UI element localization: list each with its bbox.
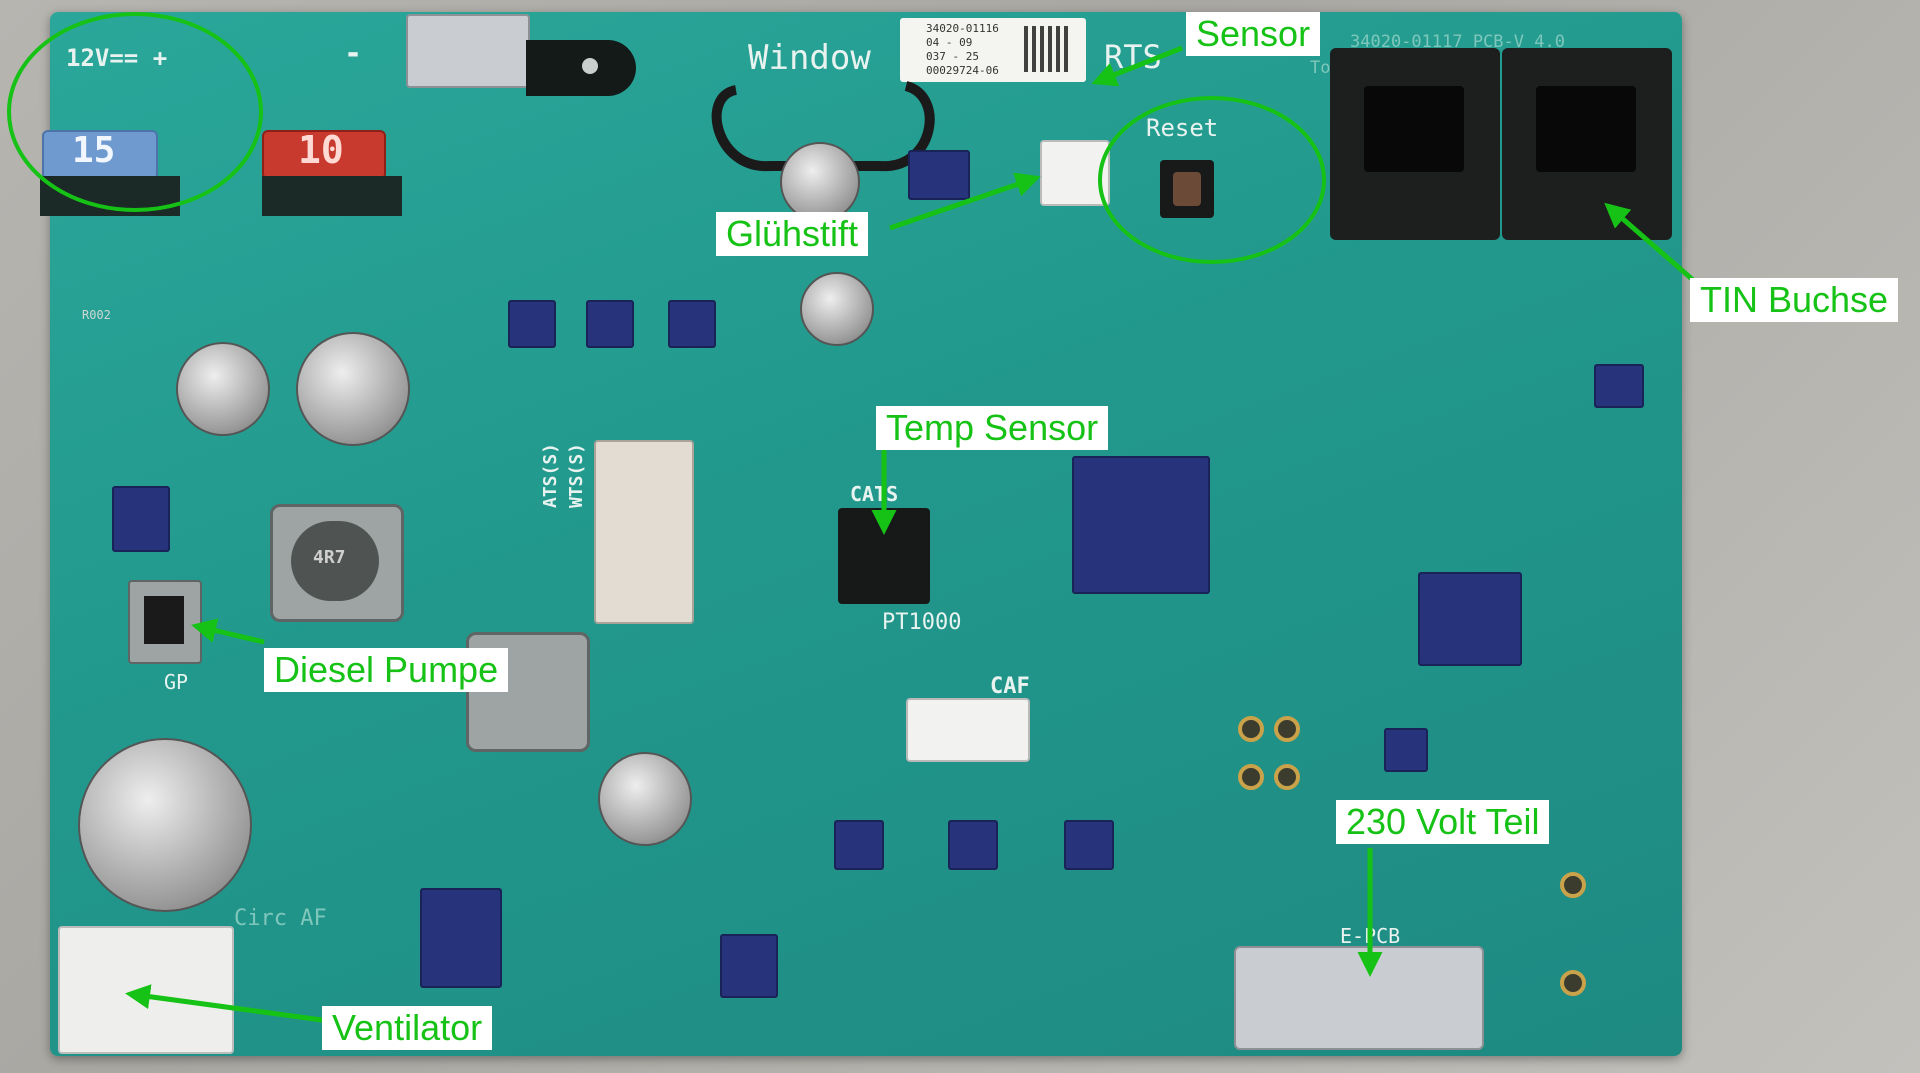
fuse-holder-2	[262, 176, 402, 216]
mcu-main	[1072, 456, 1210, 594]
chip-ic-small	[1384, 728, 1428, 772]
mosfet-3	[668, 300, 716, 348]
chip-top-center	[908, 150, 970, 200]
chip-ic-right	[1594, 364, 1644, 408]
arrow-gluehstift	[889, 172, 1041, 231]
barcode-sticker: 34020-01116 04 - 09 037 - 25 00029724-06	[900, 18, 1086, 82]
sticker-line-4: 00029724-06	[926, 64, 999, 77]
mcu-secondary	[1418, 572, 1522, 666]
silk-caf: CAF	[990, 674, 1030, 699]
inductor-4r7-text: 4R7	[313, 547, 346, 568]
fuse-10	[262, 130, 386, 180]
gp-connector	[128, 580, 202, 664]
inductor-core	[291, 521, 379, 601]
reset-button-cap	[1173, 172, 1201, 206]
silk-r002: R002	[82, 308, 111, 322]
highlight-circle-reset	[1098, 96, 1326, 264]
capacitor-470-left	[176, 342, 270, 436]
pad-6	[1560, 970, 1586, 996]
label-diesel-pumpe: Diesel Pumpe	[264, 648, 509, 692]
mosfet-2	[586, 300, 634, 348]
sticker-line-3: 037 - 25	[926, 50, 979, 63]
label-temp-sensor: Temp Sensor	[876, 406, 1109, 450]
fuse-15-text: 15	[72, 130, 116, 171]
reset-button	[1160, 160, 1214, 218]
mosfet-6	[1064, 820, 1114, 870]
gp-connector-slot	[144, 596, 184, 644]
chip-ic-left	[112, 486, 170, 552]
mosfet-4	[834, 820, 884, 870]
label-gluehstift: Glühstift	[716, 212, 869, 256]
mount-hole-top	[582, 58, 598, 74]
label-tin-buchse: TIN Buchse	[1690, 278, 1899, 322]
sticker-line-1: 34020-01116	[926, 22, 999, 35]
rj-jack-1	[1330, 48, 1500, 240]
mosfet-5	[948, 820, 998, 870]
silk-circ: Circ AF	[234, 906, 327, 931]
silk-12v: 12V== +	[66, 44, 168, 72]
silk-reset: Reset	[1146, 114, 1219, 142]
fc-bracket	[526, 40, 636, 96]
pad-2	[1274, 716, 1300, 742]
pad-4	[1274, 764, 1300, 790]
pad-5	[1560, 872, 1586, 898]
ats-wts-connector	[594, 440, 694, 624]
capacitor-2200	[296, 332, 410, 446]
capacitor-1000	[78, 738, 252, 912]
chip-bottom-left	[720, 934, 778, 998]
silk-pcb-id: 34020-01117 PCB-V 4.0	[1350, 32, 1565, 52]
pad-1	[1238, 716, 1264, 742]
label-ventilator: Ventilator	[322, 1006, 493, 1050]
rj-jack-2-opening	[1536, 86, 1636, 172]
arrow-ventilator	[125, 984, 323, 1023]
mosfet-1	[508, 300, 556, 348]
label-230-volt: 230 Volt Teil	[1336, 800, 1550, 844]
sticker-line-2: 04 - 09	[926, 36, 973, 49]
label-sensor: Sensor	[1186, 12, 1321, 56]
fc-connector	[406, 14, 530, 88]
gluehstift-connector	[1040, 140, 1110, 206]
silk-cats: CATS	[850, 482, 899, 506]
arrow-tin	[1604, 202, 1702, 288]
inductor-lower	[466, 632, 590, 752]
fuse-10-text: 10	[298, 128, 344, 172]
pad-3	[1238, 764, 1264, 790]
silk-minus: -	[344, 36, 363, 71]
fuse-15	[42, 130, 158, 180]
rj-jack-2	[1502, 48, 1672, 240]
arrow-diesel	[191, 618, 265, 645]
arrow-sensor	[1091, 45, 1183, 87]
rj-jack-1-opening	[1364, 86, 1464, 172]
capacitor-100	[800, 272, 874, 346]
highlight-circle-fuse	[7, 12, 263, 212]
capacitor-470-bottom	[598, 752, 692, 846]
inductor-4r7: 4R7	[270, 504, 404, 622]
silk-gp: GP	[164, 670, 189, 694]
qr-code	[1024, 26, 1070, 72]
silk-pt1000: PT1000	[882, 610, 962, 635]
chip-regulator	[420, 888, 502, 988]
caf-connector	[906, 698, 1030, 762]
silk-window: Window	[748, 38, 871, 78]
